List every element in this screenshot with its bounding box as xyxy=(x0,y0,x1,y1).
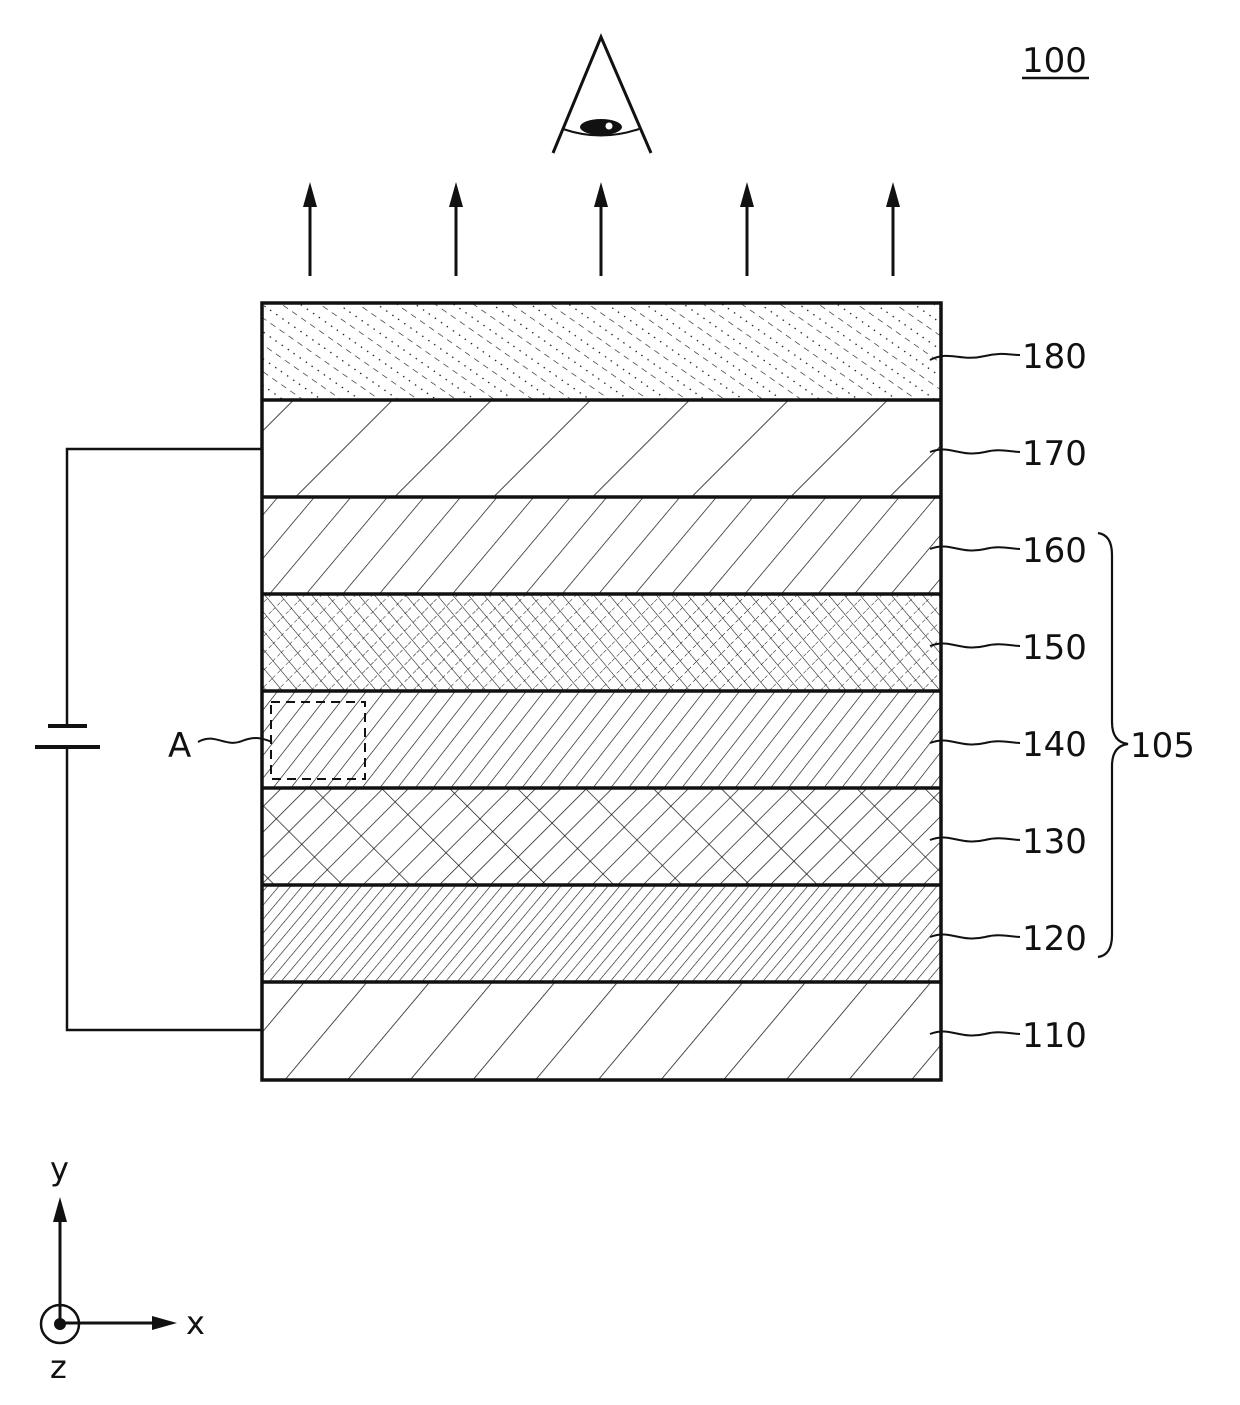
svg-text:110: 110 xyxy=(1022,1016,1087,1056)
up-arrow-icon xyxy=(303,182,317,276)
up-arrow-icon xyxy=(886,182,900,276)
label-180: 180 xyxy=(930,337,1087,377)
label-120: 120 xyxy=(930,919,1087,959)
coordinate-axes: y x z xyxy=(41,1150,205,1386)
layer-160 xyxy=(262,497,941,594)
x-axis-arrow-icon xyxy=(152,1316,177,1330)
label-150: 150 xyxy=(930,628,1087,668)
x-axis-label: x xyxy=(186,1304,205,1342)
region-a-box xyxy=(271,702,365,779)
layer-110 xyxy=(262,982,941,1080)
layer-170 xyxy=(262,400,941,497)
layer-150 xyxy=(262,594,941,691)
svg-text:160: 160 xyxy=(1022,531,1087,571)
label-130: 130 xyxy=(930,822,1087,862)
figure-reference: 100 xyxy=(1022,41,1087,81)
svg-text:130: 130 xyxy=(1022,822,1087,862)
label-160: 160 xyxy=(930,531,1087,571)
layer-130 xyxy=(262,788,941,885)
up-arrow-icon xyxy=(594,182,608,276)
layer-stack xyxy=(262,303,941,1080)
svg-text:150: 150 xyxy=(1022,628,1087,668)
region-a-label: A xyxy=(168,726,191,766)
battery-icon xyxy=(35,726,100,747)
label-110: 110 xyxy=(930,1016,1087,1056)
layer-labels: 180 170 160 150 140 130 120 110 xyxy=(930,337,1087,1056)
label-170: 170 xyxy=(930,434,1087,474)
layer-180 xyxy=(262,303,941,400)
layer-120 xyxy=(262,885,941,982)
svg-text:170: 170 xyxy=(1022,434,1087,474)
stack-group-label: 105 xyxy=(1130,726,1195,766)
stack-group-brace xyxy=(1098,533,1128,957)
eye-icon xyxy=(553,37,651,153)
up-arrow-icon xyxy=(449,182,463,276)
svg-text:140: 140 xyxy=(1022,725,1087,765)
svg-text:180: 180 xyxy=(1022,337,1087,377)
y-axis-arrow-icon xyxy=(53,1197,67,1222)
power-circuit xyxy=(35,449,262,1030)
emission-arrows xyxy=(303,182,900,276)
svg-text:120: 120 xyxy=(1022,919,1087,959)
up-arrow-icon xyxy=(740,182,754,276)
y-axis-label: y xyxy=(50,1150,69,1188)
label-140: 140 xyxy=(930,725,1087,765)
z-axis-label: z xyxy=(50,1348,67,1386)
